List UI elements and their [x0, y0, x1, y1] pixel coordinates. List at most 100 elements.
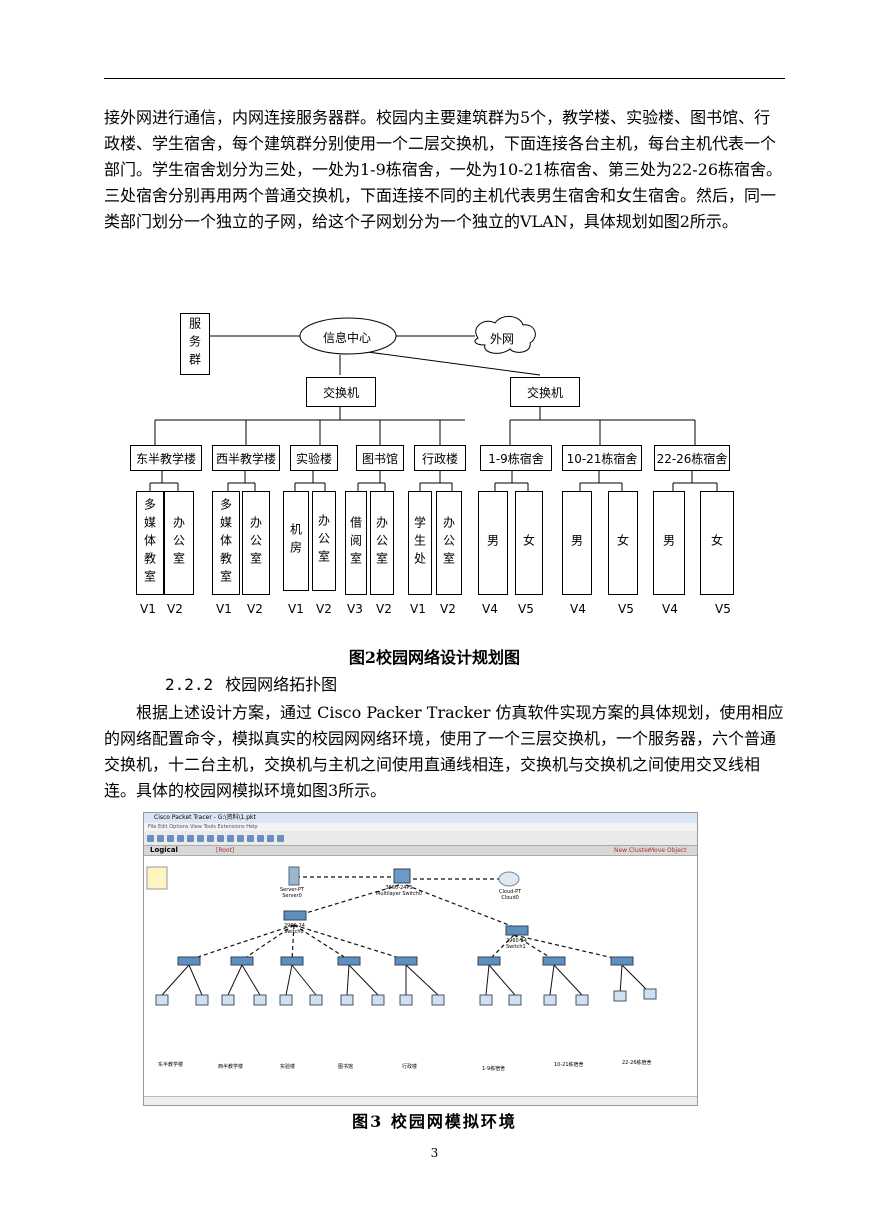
- dept-label: 女: [709, 534, 724, 552]
- switch1-label: 2960-24 Switch1: [506, 938, 527, 950]
- pc-icon[interactable]: [399, 994, 413, 1006]
- pc-icon[interactable]: [155, 994, 169, 1006]
- wizard-icon[interactable]: [187, 834, 194, 842]
- dept-box: 办公室: [242, 491, 270, 595]
- switch0-label: 2960-24 Switch0: [284, 923, 305, 935]
- building-label: 实验楼: [295, 451, 332, 466]
- pt-menu-bar[interactable]: File Edit Options View Tools Extensions …: [144, 823, 697, 831]
- viewport-icon[interactable]: [146, 866, 168, 890]
- vlan-label: V1: [288, 602, 304, 616]
- building-box: 东半教学楼: [130, 445, 202, 471]
- switch-left-box: 交换机: [306, 377, 376, 407]
- building-caption: 东半教学楼: [158, 1062, 184, 1068]
- device-icon[interactable]: [277, 834, 284, 842]
- building-label: 行政楼: [421, 451, 458, 466]
- vlan-label: V2: [376, 602, 392, 616]
- cloud-label: Cloud-PT Cloud0: [499, 889, 522, 901]
- vlan-label: V1: [410, 602, 426, 616]
- pc-icon[interactable]: [643, 988, 657, 1000]
- pc-icon[interactable]: [309, 994, 323, 1006]
- redo-icon[interactable]: [227, 834, 234, 842]
- figure-3-caption: 图3 校园网模拟环境: [352, 1112, 517, 1131]
- building-box: 行政楼: [414, 445, 466, 471]
- building-caption: 22-26栋宿舍: [622, 1060, 652, 1066]
- topology-svg: [146, 866, 657, 1006]
- vlan-label: V5: [715, 602, 731, 616]
- vlan-label: V2: [247, 602, 263, 616]
- switch-icon[interactable]: [280, 956, 304, 966]
- pc-icon[interactable]: [479, 994, 493, 1006]
- building-label: 10-21栋宿舍: [566, 451, 638, 466]
- dept-box: 多媒体教室: [212, 491, 240, 595]
- vlan-label: V3: [347, 602, 363, 616]
- multilayer-switch-icon[interactable]: [393, 868, 411, 884]
- move-object-button[interactable]: Move Object: [649, 847, 687, 854]
- pc-icon[interactable]: [431, 994, 445, 1006]
- dept-box: 女: [515, 491, 543, 595]
- pc-icon[interactable]: [543, 994, 557, 1006]
- vlan-label: V2: [167, 602, 183, 616]
- pc-icon[interactable]: [221, 994, 235, 1006]
- switch-right-label: 交换机: [526, 385, 563, 400]
- header-rule: [104, 78, 785, 79]
- zoom-icon[interactable]: [247, 834, 254, 842]
- switch-icon[interactable]: [477, 956, 501, 966]
- open-icon[interactable]: [157, 834, 164, 842]
- dept-label: 办公室: [248, 516, 263, 570]
- switch-icon[interactable]: [230, 956, 254, 966]
- pc-icon[interactable]: [279, 994, 293, 1006]
- pc-icon[interactable]: [508, 994, 522, 1006]
- building-caption: 行政楼: [402, 1064, 418, 1070]
- pc-icon[interactable]: [371, 994, 385, 1006]
- print-icon[interactable]: [177, 834, 184, 842]
- save-icon[interactable]: [167, 834, 174, 842]
- switch-icon[interactable]: [610, 956, 634, 966]
- logical-tab[interactable]: Logical: [150, 846, 178, 854]
- dept-box: 男: [478, 491, 508, 595]
- switch-icon[interactable]: [505, 925, 529, 936]
- vlan-label: V2: [440, 602, 456, 616]
- zoom-out-icon[interactable]: [257, 834, 264, 842]
- building-box: 1-9栋宿舍: [480, 445, 552, 471]
- root-label: [Root]: [216, 847, 235, 854]
- pc-icon[interactable]: [575, 994, 589, 1006]
- dept-box: 男: [562, 491, 592, 595]
- vlan-label: V4: [570, 602, 586, 616]
- switch-icon[interactable]: [337, 956, 361, 966]
- zoom-in-icon[interactable]: [237, 834, 244, 842]
- paragraph-2: 根据上述设计方案，通过 Cisco Packer Tracker 仿真软件实现方…: [104, 703, 784, 800]
- switch-icon[interactable]: [283, 910, 307, 921]
- paste-icon[interactable]: [207, 834, 214, 842]
- pc-icon[interactable]: [195, 994, 209, 1006]
- pc-icon[interactable]: [340, 994, 354, 1006]
- new-cluster-button[interactable]: New Cluster: [614, 847, 651, 854]
- pt-canvas[interactable]: Server-PT Server0 3560-24PS Multilayer S…: [144, 865, 697, 1095]
- page-number: 3: [430, 1146, 439, 1160]
- dept-label: 女: [615, 534, 630, 552]
- dept-box: 办公室: [436, 491, 462, 595]
- switch-icon[interactable]: [177, 956, 201, 966]
- dept-label: 学生处: [412, 516, 427, 570]
- building-label: 22-26栋宿舍: [656, 451, 728, 466]
- packet-tracer-screenshot: Cisco Packet Tracer - G:\资料\1.pkt File E…: [143, 812, 698, 1106]
- section-number: 2.2.2: [165, 675, 214, 694]
- copy-icon[interactable]: [197, 834, 204, 842]
- server-group-label: 服务群: [187, 317, 202, 371]
- cloud-icon[interactable]: [498, 871, 520, 887]
- pc-icon[interactable]: [253, 994, 267, 1006]
- horizontal-scrollbar[interactable]: [144, 1096, 697, 1105]
- switch-icon[interactable]: [542, 956, 566, 966]
- building-label: 1-9栋宿舍: [488, 451, 544, 466]
- palette-icon[interactable]: [267, 834, 274, 842]
- dept-box: 办公室: [312, 491, 336, 591]
- dept-label: 机房: [288, 523, 303, 559]
- undo-icon[interactable]: [217, 834, 224, 842]
- server-icon[interactable]: [288, 866, 300, 886]
- dept-label: 借阅室: [348, 516, 363, 570]
- switch-icon[interactable]: [394, 956, 418, 966]
- vlan-label: V4: [482, 602, 498, 616]
- dept-label: 男: [661, 534, 676, 552]
- pc-icon[interactable]: [613, 990, 627, 1002]
- new-icon[interactable]: [147, 834, 154, 842]
